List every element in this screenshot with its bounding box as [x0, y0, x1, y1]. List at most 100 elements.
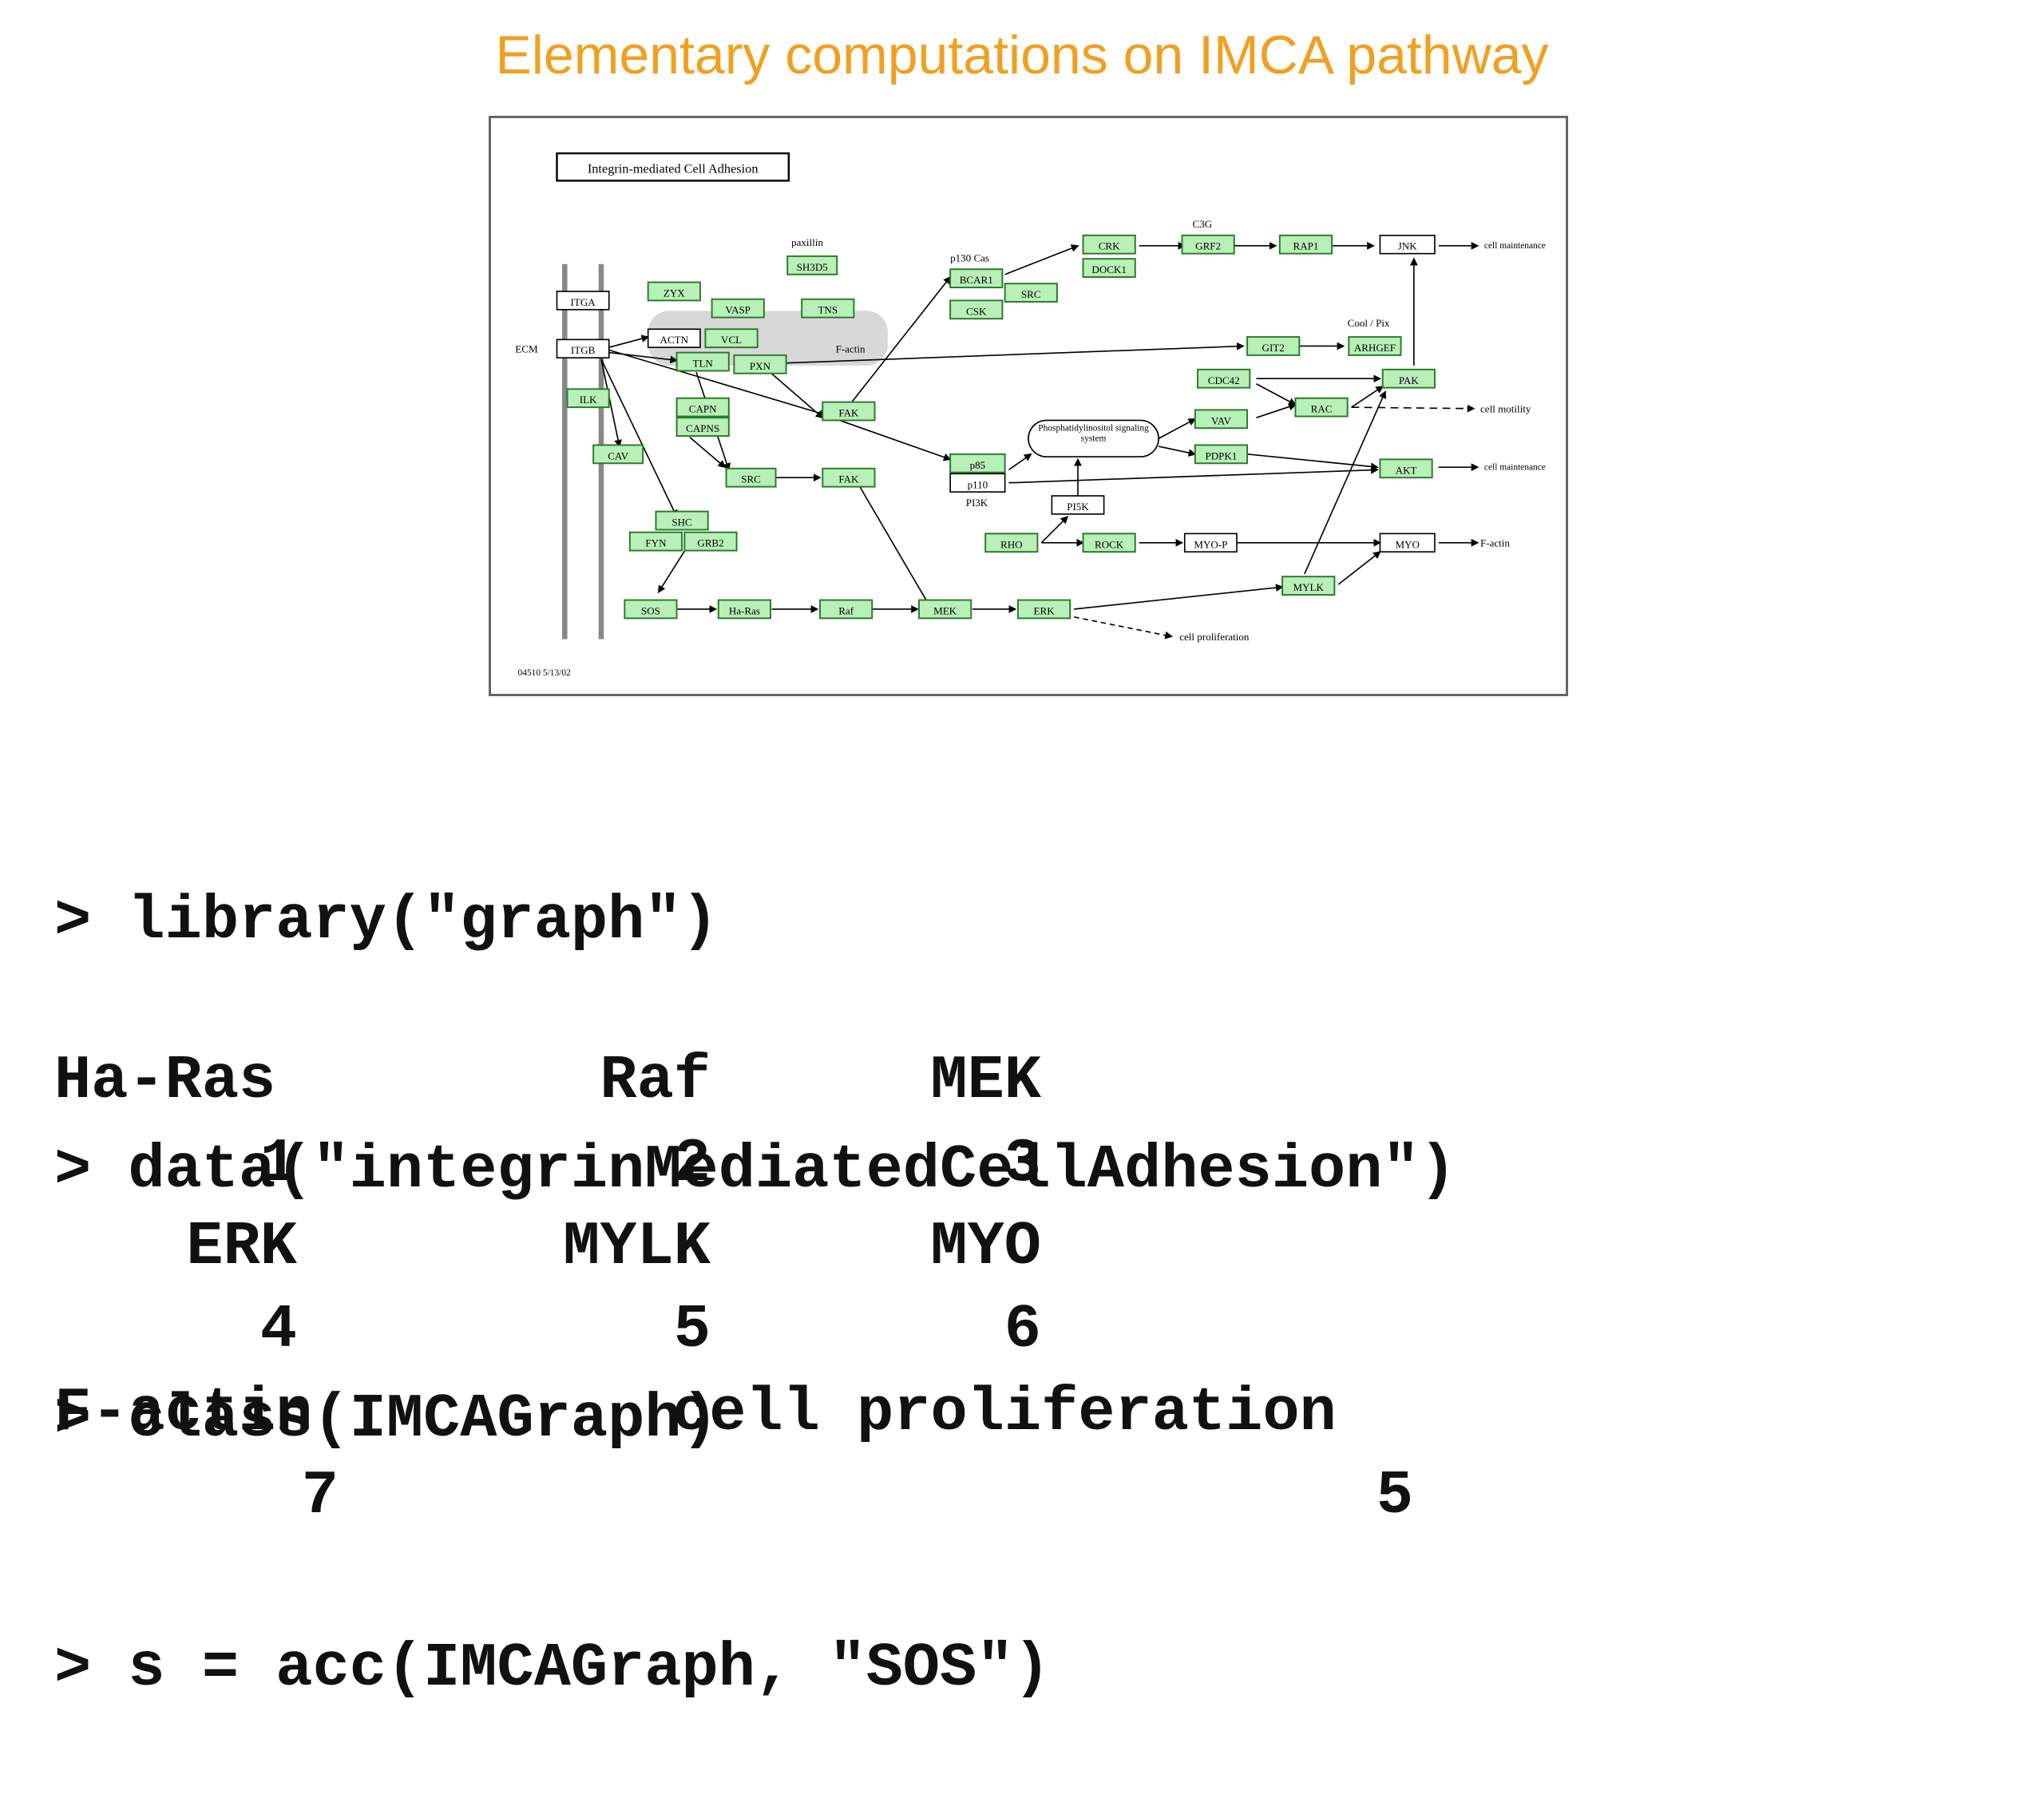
node-actn	[647, 328, 701, 348]
node-capn	[675, 397, 730, 418]
label-zyx: ZYX	[664, 287, 685, 299]
node-sos	[624, 599, 678, 620]
label-cell-maint1: cell maintenance	[1484, 241, 1546, 251]
pathway-svg: Integrin-mediated Cell Adhesion	[515, 152, 1546, 678]
node-itga	[556, 291, 610, 311]
label-pis: Phosphatidylinositol signaling system	[1038, 422, 1149, 444]
label-sos: SOS	[641, 604, 660, 616]
diagram-title: Integrin-mediated Cell Adhesion	[588, 161, 759, 176]
label-sh3d5: SH3D5	[797, 261, 828, 273]
output-name: ERK	[186, 1213, 297, 1282]
output-name: F-actin	[54, 1379, 313, 1448]
label-src1: SRC	[741, 473, 761, 485]
node-cav	[592, 444, 644, 465]
label-src2: SRC	[1021, 288, 1041, 300]
node-rock	[1082, 533, 1136, 553]
label-mek: MEK	[933, 604, 957, 616]
label-c3g: C3G	[1193, 218, 1213, 230]
output-name: MEK	[930, 1047, 1041, 1116]
node-itgb	[556, 339, 610, 358]
pathway-diagram: Integrin-mediated Cell Adhesion	[489, 116, 1568, 696]
output-value: 1	[259, 1130, 297, 1199]
label-pi5k: PI5K	[1067, 501, 1089, 513]
node-src2	[1004, 283, 1058, 303]
node-src1	[725, 467, 777, 488]
node-vasp	[711, 298, 765, 319]
label-cell-prolif: cell proliferation	[1179, 631, 1250, 643]
label-capns: CAPNS	[686, 422, 719, 434]
label-ilk: ILK	[580, 394, 597, 406]
label-tns: TNS	[818, 304, 838, 316]
node-akt	[1379, 458, 1433, 479]
node-crk	[1082, 234, 1136, 255]
label-itga: ITGA	[571, 296, 596, 308]
label-coolpix: Cool / Pix	[1348, 317, 1390, 329]
label-fyn: FYN	[645, 537, 667, 549]
node-vav	[1194, 409, 1249, 430]
label-raf: Raf	[838, 604, 854, 616]
label-fak1: FAK	[838, 407, 859, 419]
label-rap1: RAP1	[1293, 240, 1319, 252]
node-jnk	[1379, 234, 1436, 255]
node-erk	[1016, 599, 1072, 620]
node-p85	[949, 453, 1006, 473]
label-p130cas: p130 Cas	[950, 251, 989, 263]
console-line: > data("integrinMediatedCellAdhesion")	[54, 1136, 1456, 1206]
node-pis	[1028, 419, 1159, 457]
label-itgb: ITGB	[571, 344, 596, 356]
node-sh3d5	[786, 255, 838, 275]
node-arhgef	[1348, 336, 1402, 356]
label-myop: MYO-P	[1194, 538, 1227, 550]
label-ecm: ECM	[515, 343, 538, 355]
node-grb2	[683, 531, 738, 552]
label-pi3k: PI3K	[966, 497, 988, 509]
label-crk: CRK	[1099, 240, 1120, 252]
node-tns	[801, 298, 855, 319]
node-rap1	[1278, 234, 1333, 255]
output-name: Raf	[600, 1047, 711, 1116]
label-rock: ROCK	[1095, 538, 1124, 550]
label-factin-mid: F-actin	[836, 343, 866, 355]
node-fak2	[822, 467, 876, 488]
label-factin-right: F-actin	[1480, 537, 1510, 549]
label-paxillin: paxillin	[791, 236, 823, 248]
label-arhgef: ARHGEF	[1354, 342, 1396, 354]
node-ilk	[566, 388, 610, 409]
console-line: > library("graph")	[54, 887, 719, 956]
node-raf	[819, 599, 873, 620]
label-pak: PAK	[1399, 374, 1419, 386]
output-value: 3	[1004, 1130, 1041, 1199]
node-rho	[984, 533, 1039, 553]
label-cell-maint2: cell maintenance	[1484, 462, 1546, 472]
label-akt: AKT	[1396, 464, 1417, 476]
label-capn: CAPN	[689, 403, 717, 415]
output-value: 7	[301, 1462, 339, 1531]
label-bcar1: BCAR1	[960, 274, 993, 286]
label-jnk: JNK	[1398, 240, 1417, 252]
node-myop	[1183, 533, 1238, 553]
output-name: MYO	[930, 1213, 1041, 1282]
label-pxn: PXN	[750, 360, 771, 372]
label-erk: ERK	[1034, 604, 1056, 616]
label-shc: SHC	[671, 517, 691, 529]
node-p110	[949, 473, 1006, 493]
label-actn: ACTN	[660, 334, 689, 346]
label-rho: RHO	[1000, 538, 1023, 550]
node-bcar1	[949, 268, 1004, 289]
label-cell-motility: cell motility	[1480, 403, 1531, 415]
label-pdpk1: PDPK1	[1205, 449, 1237, 461]
label-p85: p85	[970, 459, 986, 471]
label-git2: GIT2	[1262, 342, 1285, 354]
node-grf2	[1181, 234, 1235, 255]
node-capns	[675, 417, 730, 437]
node-vcl	[704, 328, 759, 349]
label-cdc42: CDC42	[1208, 374, 1240, 386]
node-haras	[717, 599, 771, 620]
node-dock1	[1082, 258, 1136, 278]
label-vasp: VASP	[725, 304, 751, 316]
label-rac: RAC	[1311, 403, 1333, 415]
output-name: MYLK	[563, 1213, 711, 1282]
label-mylk: MYLK	[1293, 581, 1325, 593]
output-value: 2	[673, 1130, 711, 1199]
node-csk	[949, 299, 1004, 320]
